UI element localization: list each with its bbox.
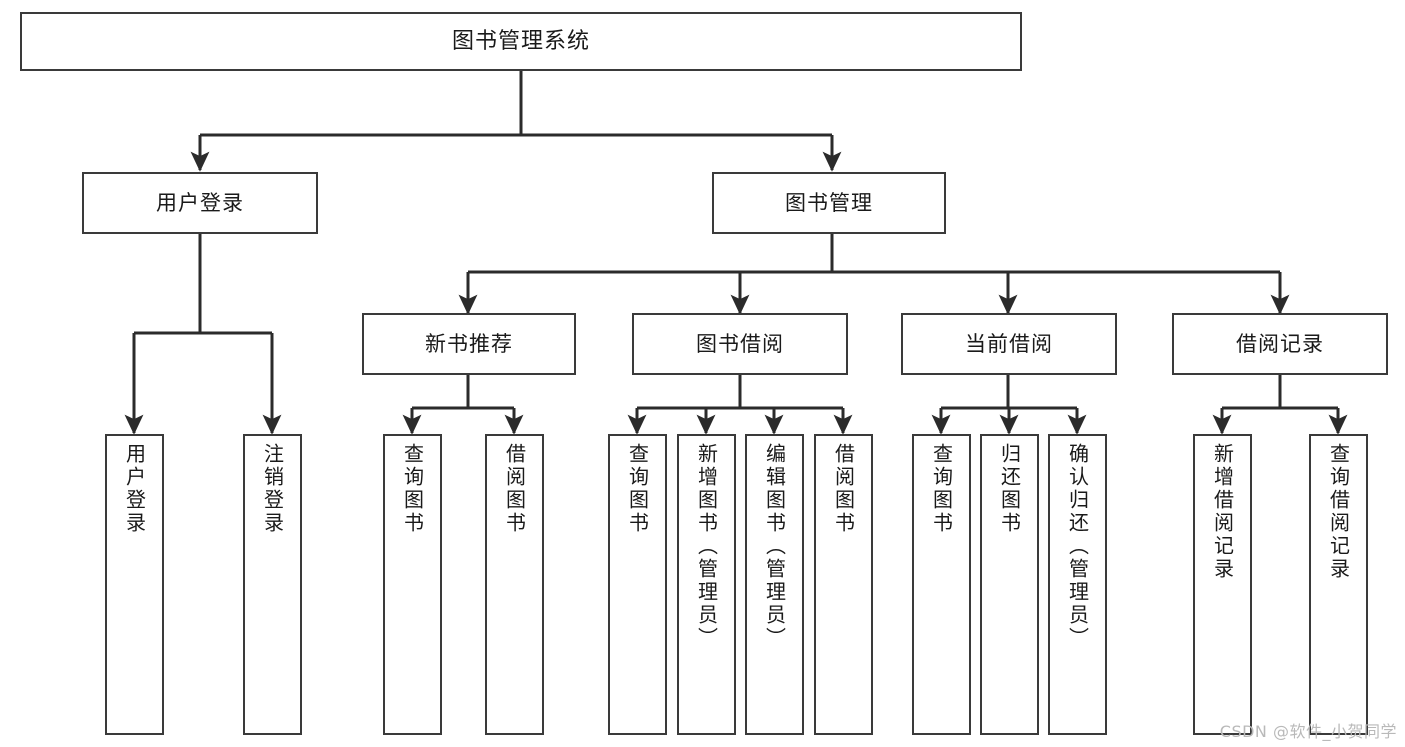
node-label: 查询借阅记录 bbox=[1326, 443, 1351, 581]
node-label: 注销登录 bbox=[260, 443, 285, 535]
node-leaf-query-book-2[interactable]: 查询图书 bbox=[608, 434, 667, 735]
node-label: 图书管理 bbox=[785, 190, 873, 215]
node-label: 借阅记录 bbox=[1236, 331, 1324, 356]
node-current-borrow[interactable]: 当前借阅 bbox=[901, 313, 1117, 375]
node-leaf-edit-book[interactable]: 编辑图书（管理员） bbox=[745, 434, 804, 735]
node-book-manage[interactable]: 图书管理 bbox=[712, 172, 946, 234]
node-label: 确认归还（管理员） bbox=[1065, 443, 1090, 650]
node-label: 编辑图书（管理员） bbox=[762, 443, 787, 650]
node-root-book-management-system[interactable]: 图书管理系统 bbox=[20, 12, 1022, 71]
node-book-borrow[interactable]: 图书借阅 bbox=[632, 313, 848, 375]
node-label: 新增图书（管理员） bbox=[694, 443, 719, 650]
node-label: 图书借阅 bbox=[696, 331, 784, 356]
node-leaf-user-logout[interactable]: 注销登录 bbox=[243, 434, 302, 735]
node-label: 新增借阅记录 bbox=[1210, 443, 1235, 581]
watermark-text: CSDN @软件_小贺同学 bbox=[1219, 722, 1397, 741]
node-label: 借阅图书 bbox=[502, 443, 527, 535]
node-user-login[interactable]: 用户登录 bbox=[82, 172, 318, 234]
node-leaf-return-book[interactable]: 归还图书 bbox=[980, 434, 1039, 735]
node-borrow-record[interactable]: 借阅记录 bbox=[1172, 313, 1388, 375]
node-leaf-confirm-return[interactable]: 确认归还（管理员） bbox=[1048, 434, 1107, 735]
node-leaf-borrow-book-1[interactable]: 借阅图书 bbox=[485, 434, 544, 735]
node-leaf-borrow-book-2[interactable]: 借阅图书 bbox=[814, 434, 873, 735]
node-leaf-add-record[interactable]: 新增借阅记录 bbox=[1193, 434, 1252, 735]
node-label: 查询图书 bbox=[400, 443, 425, 535]
node-label: 归还图书 bbox=[997, 443, 1022, 535]
node-leaf-user-login[interactable]: 用户登录 bbox=[105, 434, 164, 735]
node-label: 新书推荐 bbox=[425, 331, 513, 356]
node-label: 查询图书 bbox=[929, 443, 954, 535]
node-label: 用户登录 bbox=[156, 190, 244, 215]
node-new-book-recommend[interactable]: 新书推荐 bbox=[362, 313, 576, 375]
node-leaf-query-record[interactable]: 查询借阅记录 bbox=[1309, 434, 1368, 735]
node-leaf-add-book[interactable]: 新增图书（管理员） bbox=[677, 434, 736, 735]
node-leaf-query-book-1[interactable]: 查询图书 bbox=[383, 434, 442, 735]
node-label: 图书管理系统 bbox=[451, 28, 590, 54]
node-label: 用户登录 bbox=[122, 443, 147, 535]
node-label: 当前借阅 bbox=[965, 331, 1053, 356]
node-leaf-query-book-3[interactable]: 查询图书 bbox=[912, 434, 971, 735]
node-label: 查询图书 bbox=[625, 443, 650, 535]
node-label: 借阅图书 bbox=[831, 443, 856, 535]
